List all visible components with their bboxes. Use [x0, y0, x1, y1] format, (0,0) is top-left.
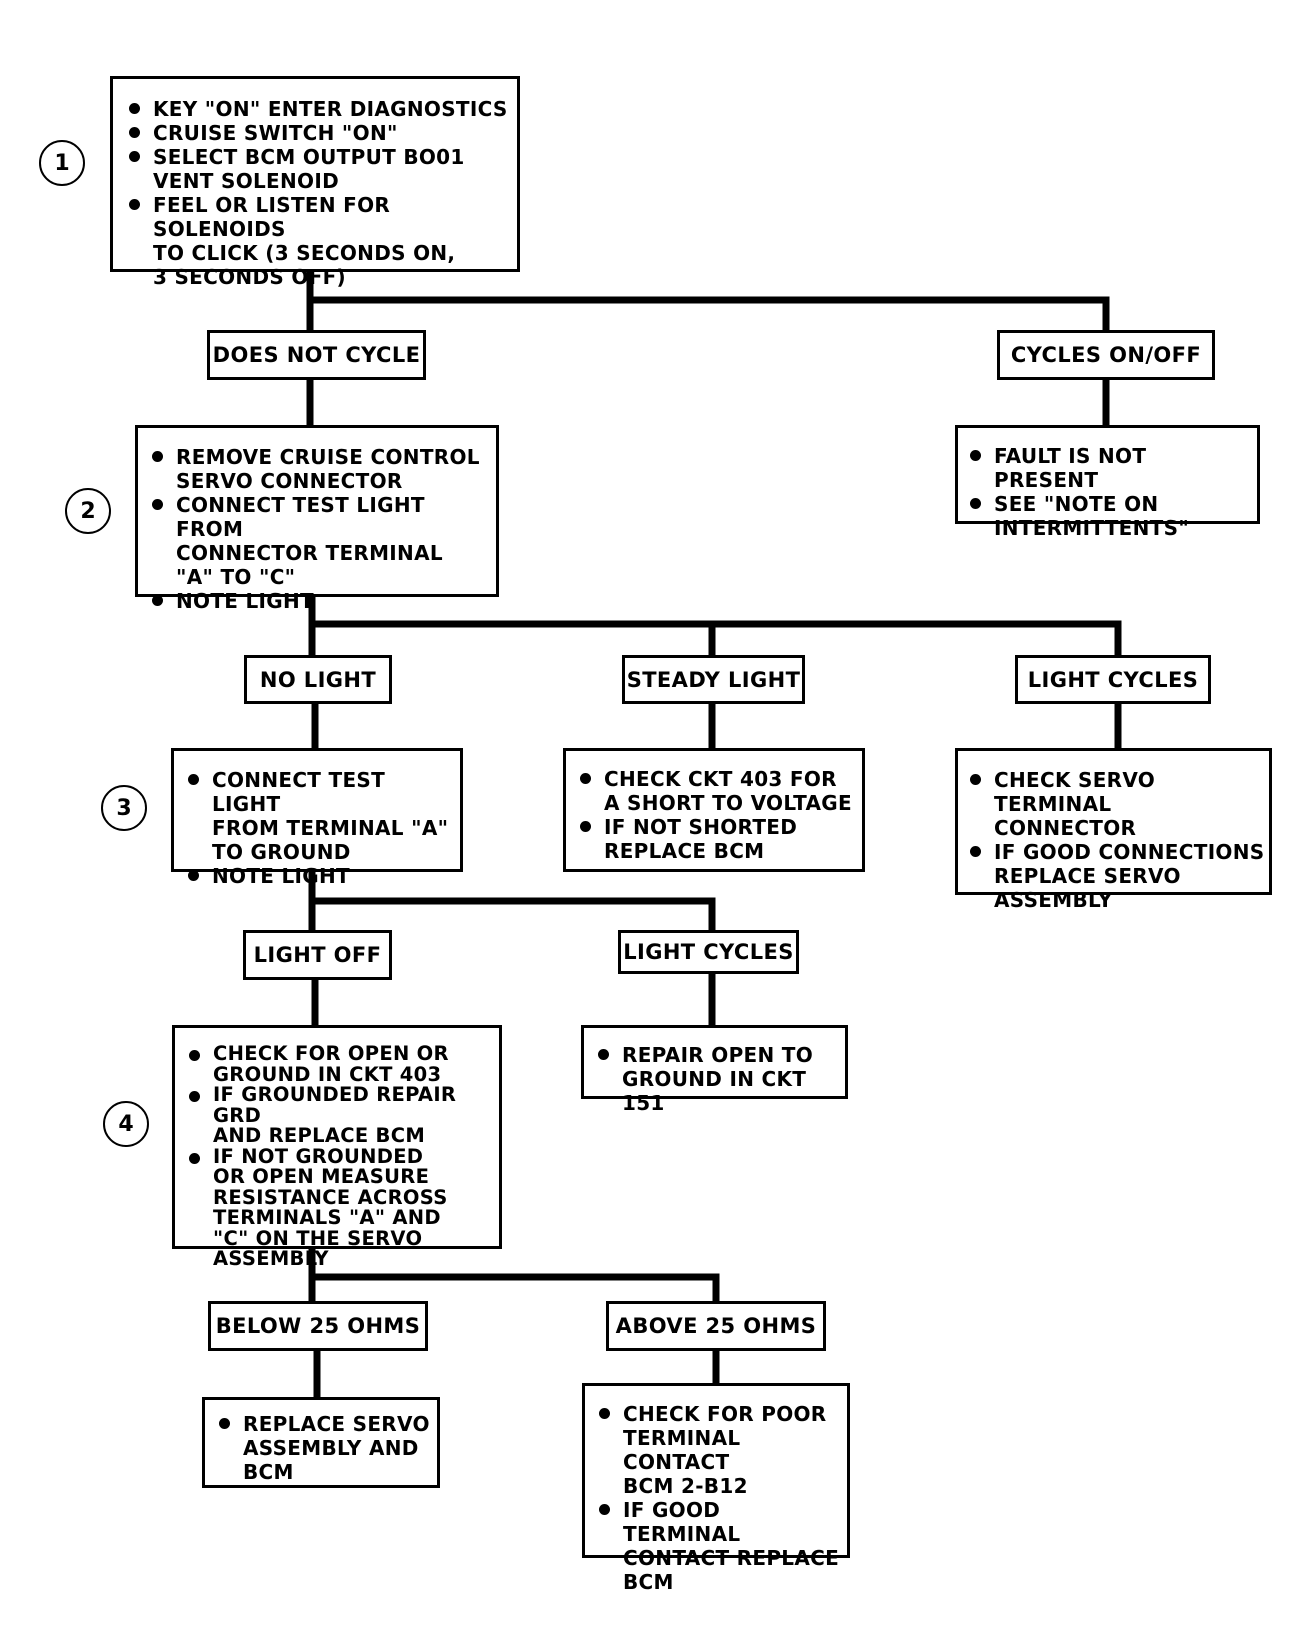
fault-item: SEE "NOTE ON INTERMITTENTS" — [968, 492, 1251, 540]
step-number-4: 4 — [103, 1101, 149, 1147]
servo-item: CHECK SERVO TERMINAL CONNECTOR — [968, 768, 1265, 840]
step-number-2: 2 — [65, 488, 111, 534]
replace-servo-item: REPLACE SERVO ASSEMBLY AND BCM — [217, 1412, 433, 1484]
step2-item: CONNECT TEST LIGHT FROM CONNECTOR TERMIN… — [150, 493, 490, 589]
repair-item: REPAIR OPEN TO GROUND IN CKT 151 — [596, 1043, 841, 1115]
step4-item: IF NOT GROUNDED OR OPEN MEASURE RESISTAN… — [187, 1146, 497, 1270]
step4-item: IF GROUNDED REPAIR GRD AND REPLACE BCM — [187, 1084, 497, 1147]
servo-connector-action-box: CHECK SERVO TERMINAL CONNECTOR IF GOOD C… — [955, 748, 1272, 912]
step2-item: REMOVE CRUISE CONTROL SERVO CONNECTOR — [150, 445, 490, 493]
step1-item: SELECT BCM OUTPUT BO01 VENT SOLENOID — [127, 145, 509, 193]
light-cycles-label-2: LIGHT CYCLES — [618, 930, 799, 974]
servo-item: IF GOOD CONNECTIONS REPLACE SERVO ASSEMB… — [968, 840, 1265, 912]
step2-item: NOTE LIGHT — [150, 589, 490, 613]
steady-light-label: STEADY LIGHT — [622, 655, 805, 704]
poor-contact-item: IF GOOD TERMINAL CONTACT REPLACE BCM — [597, 1498, 843, 1594]
no-light-label: NO LIGHT — [244, 655, 392, 704]
step1-item: CRUISE SWITCH "ON" — [127, 121, 509, 145]
light-off-label: LIGHT OFF — [243, 930, 392, 980]
step3-item: NOTE LIGHT — [186, 864, 456, 888]
cycles-on-off-label: CYCLES ON/OFF — [997, 330, 1215, 380]
step4-instructions-box: CHECK FOR OPEN OR GROUND IN CKT 403 IF G… — [172, 1025, 502, 1269]
fault-not-present-box: FAULT IS NOT PRESENT SEE "NOTE ON INTERM… — [955, 425, 1260, 540]
steady-item: CHECK CKT 403 FOR A SHORT TO VOLTAGE — [578, 767, 858, 815]
step1-item: FEEL OR LISTEN FOR SOLENOIDS TO CLICK (3… — [127, 193, 509, 289]
fault-item: FAULT IS NOT PRESENT — [968, 444, 1251, 492]
step2-instructions-box: REMOVE CRUISE CONTROL SERVO CONNECTOR CO… — [135, 425, 499, 613]
step-number-1: 1 — [39, 140, 85, 186]
repair-open-box: REPAIR OPEN TO GROUND IN CKT 151 — [581, 1025, 848, 1115]
light-cycles-label-1: LIGHT CYCLES — [1015, 655, 1211, 704]
poor-contact-box: CHECK FOR POOR TERMINAL CONTACT BCM 2-B1… — [582, 1383, 850, 1594]
below-25-ohms-label: BELOW 25 OHMS — [208, 1301, 428, 1351]
step1-item: KEY "ON" ENTER DIAGNOSTICS — [127, 97, 509, 121]
step4-item: CHECK FOR OPEN OR GROUND IN CKT 403 — [187, 1043, 497, 1085]
replace-servo-box: REPLACE SERVO ASSEMBLY AND BCM — [202, 1397, 440, 1488]
does-not-cycle-label: DOES NOT CYCLE — [207, 330, 426, 380]
steady-item: IF NOT SHORTED REPLACE BCM — [578, 815, 858, 863]
step-number-3: 3 — [101, 785, 147, 831]
step1-instructions-box: KEY "ON" ENTER DIAGNOSTICS CRUISE SWITCH… — [110, 76, 520, 289]
step3-item: CONNECT TEST LIGHT FROM TERMINAL "A" TO … — [186, 768, 456, 864]
above-25-ohms-label: ABOVE 25 OHMS — [606, 1301, 826, 1351]
steady-light-action-box: CHECK CKT 403 FOR A SHORT TO VOLTAGE IF … — [563, 748, 865, 872]
step3-instructions-box: CONNECT TEST LIGHT FROM TERMINAL "A" TO … — [171, 748, 463, 888]
poor-contact-item: CHECK FOR POOR TERMINAL CONTACT BCM 2-B1… — [597, 1402, 843, 1498]
